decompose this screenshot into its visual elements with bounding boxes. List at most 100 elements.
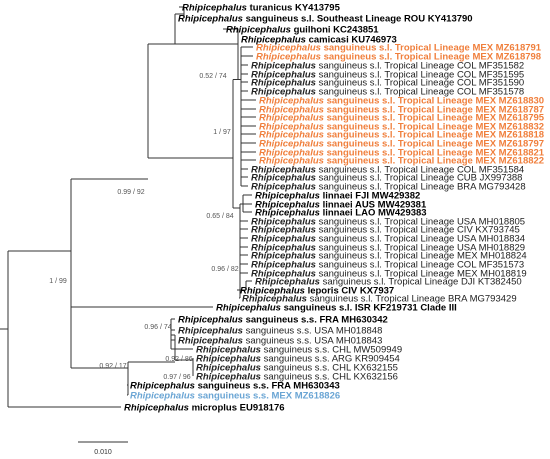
tip-genus: Rhipicephalus	[130, 381, 198, 392]
tip-label: Rhipicephalus sanguineus s.s. USA MH0188…	[178, 326, 382, 337]
scale-bar-label: 0.010	[94, 449, 112, 456]
tip-label: Rhipicephalus sanguineus s.s. USA MH0188…	[178, 336, 382, 347]
tip-rest: sanguineus s.l. Tropical Lineage MEX MZ6…	[327, 130, 545, 141]
tip-genus: Rhipicephalus	[251, 260, 319, 271]
support-value: 0.96 / 82	[211, 266, 238, 273]
tip-rest: linnaei FJI MW429382	[323, 191, 421, 202]
tip-genus: Rhipicephalus	[251, 78, 319, 89]
tip-genus: Rhipicephalus	[259, 105, 327, 116]
tip-label: Rhipicephalus sanguineus s.l. Tropical L…	[255, 277, 522, 288]
tip-genus: Rhipicephalus	[196, 363, 264, 374]
tip-genus: Rhipicephalus	[130, 391, 198, 402]
tip-label: Rhipicephalus linnaei LAO MW429383	[255, 208, 427, 219]
tip-label: Rhipicephalus sanguineus s.s. CHL MW5099…	[196, 345, 402, 356]
support-value: 0.65 / 84	[206, 213, 233, 220]
tip-rest: camicasi KU746973	[309, 35, 397, 46]
tip-label: Rhipicephalus sanguineus s.l. Tropical L…	[242, 294, 517, 305]
tip-rest: sanguineus s.l. Tropical Lineage COL MF3…	[319, 70, 525, 81]
tip-genus: Rhipicephalus	[178, 336, 246, 347]
tip-rest: sanguineus s.l. Tropical Lineage BRA MG7…	[310, 294, 517, 305]
tip-rest: sanguineus s.l. ISR KF219731 Clade III	[284, 303, 457, 314]
tip-label: Rhipicephalus sanguineus s.l. Tropical L…	[256, 52, 541, 63]
tip-label: Rhipicephalus sanguineus s.s. CHL KX6321…	[196, 363, 398, 374]
tip-rest: sanguineus s.l. Tropical Lineage CIV KX7…	[319, 225, 520, 236]
tip-genus: Rhipicephalus	[251, 269, 319, 280]
tip-label: Rhipicephalus sanguineus s.s. ARG KR9094…	[196, 354, 400, 365]
tip-rest: sanguineus s.l. Tropical Lineage DJI KT3…	[323, 277, 522, 288]
tip-genus: Rhipicephalus	[255, 191, 323, 202]
tip-label: Rhipicephalus linnaei AUS MW429381	[255, 200, 427, 211]
tip-label: Rhipicephalus sanguineus s.l. Tropical L…	[259, 148, 545, 159]
tip-rest: sanguineus s.s. CHL KX632156	[264, 372, 398, 383]
tip-label: Rhipicephalus leporis CIV KX7937	[240, 286, 394, 297]
tip-genus: Rhipicephalus	[251, 70, 319, 81]
tip-label: Rhipicephalus sanguineus s.l. Tropical L…	[251, 70, 524, 81]
tip-rest: sanguineus s.l. Tropical Lineage COL MF3…	[319, 61, 525, 72]
tip-genus: Rhipicephalus	[196, 354, 264, 365]
tip-rest: sanguineus s.l. Tropical Lineage COL MF3…	[319, 165, 525, 176]
tip-genus: Rhipicephalus	[251, 165, 319, 176]
tip-rest: sanguineus s.l. Tropical Lineage USA MH0…	[319, 217, 526, 228]
tip-genus: Rhipicephalus	[255, 277, 323, 288]
tip-rest: sanguineus s.s. CHL MW509949	[264, 345, 403, 356]
tip-rest: sanguineus s.l. Tropical Lineage MEX MZ6…	[327, 122, 545, 133]
tip-rest: sanguineus s.s. FRA MH630342	[246, 315, 388, 326]
tip-label: Rhipicephalus turanicus KY413795	[182, 3, 341, 14]
tip-labels: Rhipicephalus turanicus KY413795Rhipicep…	[124, 3, 545, 414]
tip-genus: Rhipicephalus	[178, 326, 246, 337]
tip-rest: sanguineus s.l. Tropical Lineage COL MF3…	[319, 87, 525, 98]
tip-genus: Rhipicephalus	[255, 200, 323, 211]
tip-rest: sanguineus s.l. Tropical Lineage COL MF3…	[319, 260, 525, 271]
tip-rest: sanguineus s.s. MEX MZ618826	[198, 391, 341, 402]
tip-label: Rhipicephalus sanguineus s.s. FRA MH6303…	[130, 381, 340, 392]
tip-rest: sanguineus s.l. Southeast Lineage ROU KY…	[246, 14, 473, 25]
tip-genus: Rhipicephalus	[259, 96, 327, 107]
tip-label: Rhipicephalus sanguineus s.l. Tropical L…	[251, 165, 524, 176]
tip-rest: sanguineus s.l. Tropical Lineage USA MH0…	[319, 243, 526, 254]
tree-branches	[0, 6, 256, 408]
tip-label: Rhipicephalus sanguineus s.l. Tropical L…	[251, 234, 525, 245]
tip-rest: linnaei LAO MW429383	[323, 208, 427, 219]
tip-genus: Rhipicephalus	[251, 234, 319, 245]
tip-genus: Rhipicephalus	[251, 217, 319, 228]
tip-genus: Rhipicephalus	[251, 87, 319, 98]
tip-label: Rhipicephalus sanguineus s.l. Tropical L…	[251, 260, 524, 271]
tip-label: Rhipicephalus sanguineus s.l. Tropical L…	[251, 269, 527, 280]
tip-genus: Rhipicephalus	[251, 173, 319, 184]
support-value: 0.99 / 92	[117, 189, 144, 196]
tip-rest: linnaei AUS MW429381	[323, 200, 427, 211]
tip-label: Rhipicephalus sanguineus s.l. Tropical L…	[251, 225, 520, 236]
tip-rest: sanguineus s.s. USA MH018843	[246, 336, 383, 347]
support-values: 0.52 / 741 / 970.65 / 840.99 / 920.96 / …	[49, 73, 238, 381]
tip-rest: sanguineus s.s. ARG KR909454	[264, 354, 400, 365]
tip-genus: Rhipicephalus	[259, 130, 327, 141]
tip-rest: guilhoni KC243851	[294, 25, 380, 36]
tip-genus: Rhipicephalus	[124, 403, 192, 414]
tip-rest: turanicus KY413795	[250, 3, 341, 14]
tip-label: Rhipicephalus sanguineus s.l. Tropical L…	[251, 217, 525, 228]
tip-rest: sanguineus s.l. Tropical Lineage MEX MH0…	[319, 269, 527, 280]
tip-label: Rhipicephalus sanguineus s.l. Tropical L…	[251, 173, 522, 184]
tip-label: Rhipicephalus sanguineus s.l. Tropical L…	[259, 113, 545, 124]
support-value: 0.92 / 86	[165, 356, 192, 363]
tip-label: Rhipicephalus sanguineus s.l. Tropical L…	[259, 139, 544, 150]
tip-rest: sanguineus s.l. Tropical Lineage MEX MZ6…	[324, 52, 542, 63]
tip-label: Rhipicephalus linnaei FJI MW429382	[255, 191, 420, 202]
tip-genus: Rhipicephalus	[259, 122, 327, 133]
tip-rest: sanguineus s.l. Tropical Lineage MEX MZ6…	[327, 139, 545, 150]
tip-rest: sanguineus s.l. Tropical Lineage MEX MZ6…	[327, 156, 545, 167]
tip-label: Rhipicephalus sanguineus s.l. Tropical L…	[259, 156, 544, 167]
tip-rest: sanguineus s.l. Tropical Lineage MEX MZ6…	[327, 105, 545, 116]
tip-rest: sanguineus s.l. Tropical Lineage MEX MZ6…	[327, 113, 545, 124]
tip-genus: Rhipicephalus	[259, 148, 327, 159]
tip-label: Rhipicephalus sanguineus s.s. FRA MH6303…	[178, 315, 388, 326]
tip-genus: Rhipicephalus	[259, 113, 327, 124]
tip-label: Rhipicephalus sanguineus s.s. MEX MZ6188…	[130, 391, 340, 402]
tip-genus: Rhipicephalus	[251, 251, 319, 262]
tip-genus: Rhipicephalus	[259, 139, 327, 150]
tip-genus: Rhipicephalus	[241, 35, 309, 46]
tip-genus: Rhipicephalus	[251, 182, 319, 193]
tip-genus: Rhipicephalus	[251, 243, 319, 254]
tip-genus: Rhipicephalus	[178, 315, 246, 326]
